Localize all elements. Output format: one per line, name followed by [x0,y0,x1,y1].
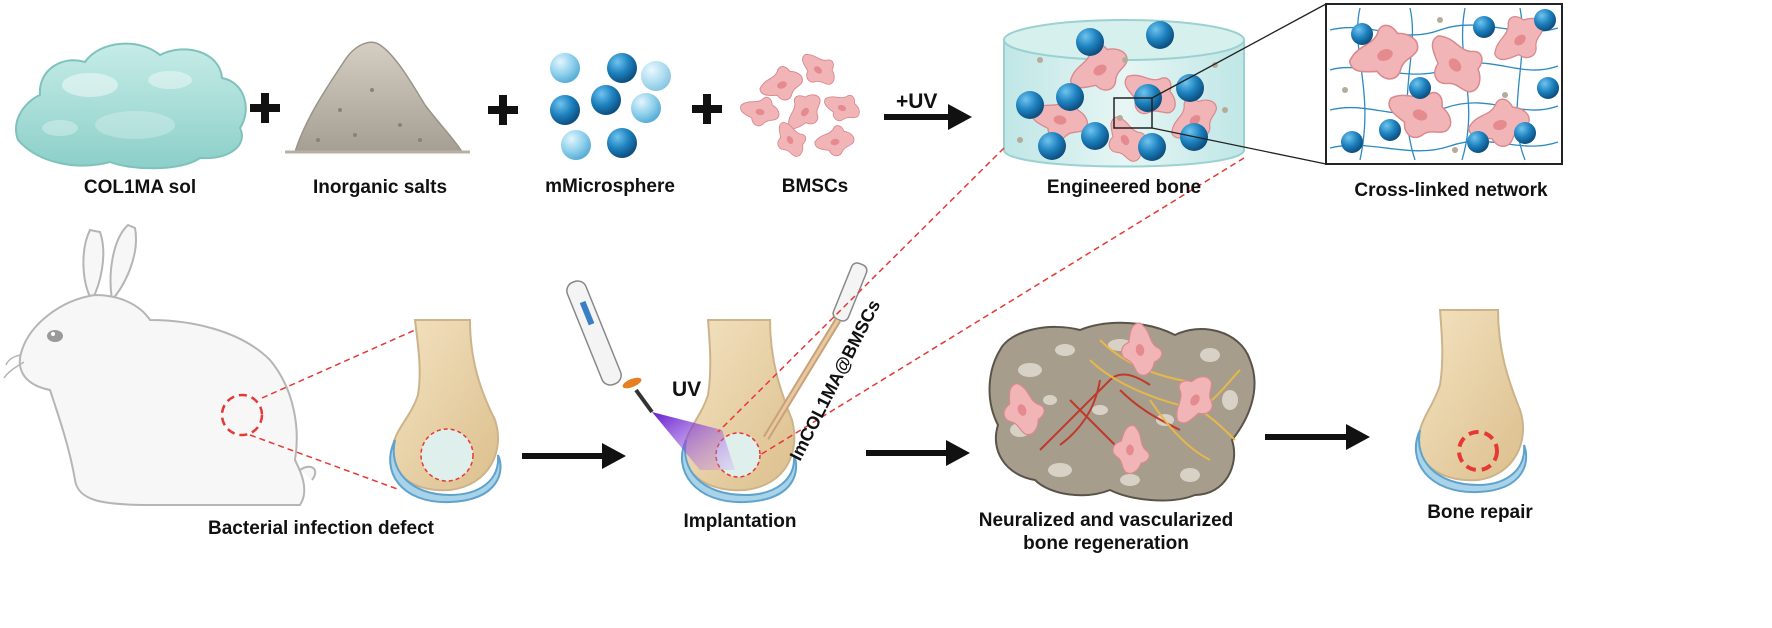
col1ma-sol-illustration [15,42,247,170]
plus-icon [250,93,280,123]
pipette-icon [763,262,868,440]
uv-arrow-label: +UV [896,90,937,113]
arrow-icon [866,440,970,466]
inorganic-salts-illustration [285,41,470,154]
microsphere-label: mMicrosphere [545,176,675,197]
implantation-label: Implantation [683,511,797,532]
regenerated-tissue-illustration [988,319,1256,502]
rabbit-illustration [3,223,317,506]
plus-icon [692,94,722,124]
arrow-icon [522,443,626,469]
col1ma-sol-label: COL1MA sol [83,177,197,198]
uv-beam [652,412,735,470]
bacterial-defect-label: Bacterial infection defect [208,518,434,539]
bone-defect-illustration [389,319,502,504]
zoom-line [1151,127,1327,165]
microsphere-illustration [550,53,671,160]
inorganic-salts-label: Inorganic salts [312,177,448,198]
zoom-line [1151,3,1327,99]
plus-icon [488,95,518,125]
engineered-bone-label: Engineered bone [1046,177,1202,198]
callout-line [759,157,1245,456]
uv-label: UV [672,378,701,401]
bone-repair-label: Bone repair [1427,502,1533,523]
arrow-icon [1265,424,1370,450]
bmscs-label: BMSCs [781,176,849,197]
cross-linked-network-illustration [1325,3,1563,165]
uv-arrow-icon [884,104,972,130]
repaired-bone-illustration [1414,309,1528,494]
cross-linked-network-label: Cross-linked network [1354,180,1548,201]
callout-line [717,147,1005,433]
bmsc-cells-illustration [737,44,865,163]
engineered-bone-illustration [1003,19,1245,170]
callout-line [261,329,416,399]
callout-line [249,434,401,491]
neuralized-label: Neuralized and vascularized bone regener… [978,510,1234,554]
uv-pen-icon [566,280,654,414]
